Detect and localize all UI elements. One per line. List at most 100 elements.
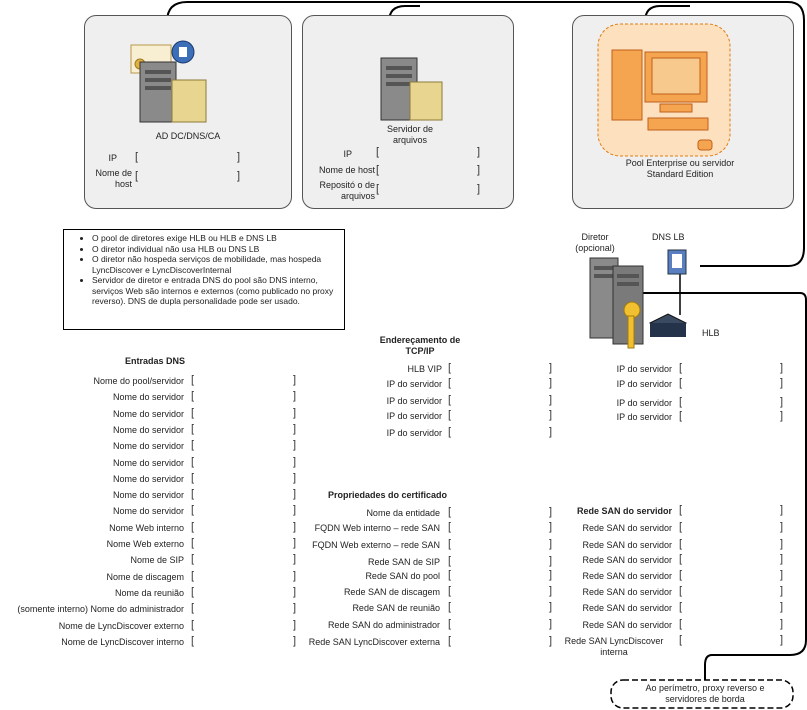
tcpip-left-input-open: [ [448, 377, 452, 389]
tcpip-right-input-open: [ [679, 396, 683, 408]
dns-entry-label: Nome de LyncDiscover externo [58, 620, 184, 631]
tcpip-right-label: IP do servidor [616, 412, 672, 422]
perimeter-link-line [630, 292, 807, 680]
dns-entry-input-open: [ [191, 390, 195, 403]
dns-entry-input-open: [ [191, 602, 195, 615]
perimeter-label: Ao perímetro, proxy reverso e servidores… [645, 683, 765, 704]
dns-entry-input-open: [ [191, 618, 195, 631]
dns-entry-label: Nome do servidor [112, 424, 184, 435]
tcpip-right-label: IP do servidor [616, 398, 672, 408]
cert-right-input-close: ] [780, 634, 784, 646]
dns-entry-label: Nome da reunião [114, 587, 184, 598]
cert-section-title: Propriedades do certificado [327, 490, 448, 500]
cert-right-label: Rede SAN do servidor [582, 587, 672, 597]
files-host-close: ] [477, 164, 481, 176]
cert-right-input-open: [ [679, 521, 683, 533]
cert-left-input-open: [ [448, 569, 452, 581]
cert-left-input-open: [ [448, 635, 452, 647]
dns-entry-input-open: [ [191, 406, 195, 419]
dns-entry-input-close: ] [293, 504, 297, 517]
cert-right-input-close: ] [780, 569, 784, 581]
tcpip-left-label: IP do servidor [386, 396, 442, 406]
dns-entry-label: (somente interno) Nome do administrador [17, 604, 184, 615]
perimeter-box [610, 679, 794, 709]
dns-entry-input-open: [ [191, 537, 195, 549]
files-repo-close: ] [477, 183, 481, 195]
cert-left-input-open: [ [448, 538, 452, 550]
cert-right-label: Rede SAN do servidor [582, 571, 672, 581]
tcpip-section-title: Endereçamento de TCP/IP [379, 335, 461, 356]
ad-server-title: AD DC/DNS/CA [155, 131, 221, 141]
tcpip-left-label: IP do servidor [386, 379, 442, 389]
tcpip-right-input-close: ] [780, 377, 784, 389]
cert-left-label: Rede SAN do pool [365, 571, 440, 581]
dns-entry-input-close: ] [293, 439, 297, 452]
dns-entry-label: Nome do pool/servidor [93, 376, 184, 386]
dns-entry-input-close: ] [293, 390, 297, 403]
tcpip-left-input-close: ] [549, 362, 553, 374]
folder-icon [409, 81, 443, 121]
dns-entry-input-close: ] [293, 537, 297, 549]
dns-entry-label: Nome do servidor [112, 473, 184, 484]
cert-right-label: Rede SAN LyncDiscover interna [564, 636, 664, 657]
cert-right-input-close: ] [780, 553, 784, 565]
dns-entry-input-open: [ [191, 455, 195, 468]
dns-section-title: Entradas DNS [124, 356, 186, 366]
tcpip-left-input-open: [ [448, 362, 452, 374]
dns-entry-input-close: ] [293, 602, 297, 615]
tcpip-left-label: IP do servidor [386, 411, 442, 421]
tcpip-left-input-open: [ [448, 426, 452, 438]
dns-entry-input-open: [ [191, 585, 195, 598]
ad-host-close: ] [237, 170, 241, 182]
dns-entry-input-close: ] [293, 618, 297, 631]
dns-entry-label: Nome do servidor [112, 506, 184, 517]
cert-right-input-close: ] [780, 585, 784, 597]
cert-left-input-close: ] [549, 585, 553, 597]
cert-right-input-open: [ [679, 585, 683, 597]
cert-left-input-close: ] [549, 618, 553, 630]
dns-entry-label: Nome Web interno [109, 522, 184, 533]
dns-entry-input-close: ] [293, 553, 297, 566]
note-item: Servidor de diretor e entrada DNS do poo… [92, 275, 344, 307]
cert-left-input-open: [ [448, 506, 452, 518]
ad-ip-label: IP [108, 153, 117, 163]
server-tower-icon [611, 49, 643, 121]
cert-right-input-open: [ [679, 618, 683, 630]
tcpip-right-label: IP do servidor [616, 364, 672, 374]
mouse-icon [697, 139, 713, 151]
cert-left-input-close: ] [549, 569, 553, 581]
cert-right-label: Rede SAN do servidor [582, 540, 672, 550]
files-ip-label: IP [343, 149, 352, 159]
dns-entry-label: Nome do servidor [112, 457, 184, 468]
tcpip-left-input-close: ] [549, 394, 553, 406]
tcpip-left-input-close: ] [549, 426, 553, 438]
cert-right-input-open: [ [679, 634, 683, 646]
cert-right-input-open: [ [679, 504, 683, 516]
files-ip-close: ] [477, 146, 481, 158]
dns-entry-label: Nome Web externo [106, 539, 184, 549]
tcpip-left-input-close: ] [549, 377, 553, 389]
tcpip-right-input-close: ] [780, 362, 784, 374]
note-item: O pool de diretores exige HLB ou HLB e D… [92, 233, 344, 244]
cert-left-label: FQDN Web externo – rede SAN [312, 540, 440, 550]
files-ip-open: [ [376, 146, 380, 158]
dns-entry-input-open: [ [191, 504, 195, 517]
cert-right-input-close: ] [780, 504, 784, 516]
cert-right-input-open: [ [679, 538, 683, 550]
cert-right-input-close: ] [780, 601, 784, 613]
notes-box: O pool de diretores exige HLB ou HLB e D… [63, 229, 345, 330]
ad-ip-open: [ [135, 151, 139, 163]
cert-left-label: FQDN Web interno – rede SAN [314, 523, 440, 533]
tcpip-right-input-open: [ [679, 410, 683, 422]
dns-entry-label: Nome do servidor [112, 441, 184, 452]
cert-right-label: Rede SAN do servidor [582, 620, 672, 630]
cert-left-label: Rede SAN de SIP [367, 557, 440, 567]
tcpip-left-input-close: ] [549, 409, 553, 421]
dns-entry-label: Nome do servidor [112, 392, 184, 403]
director-title: Diretor (opcional) [575, 232, 615, 253]
dns-entry-input-close: ] [293, 488, 297, 501]
